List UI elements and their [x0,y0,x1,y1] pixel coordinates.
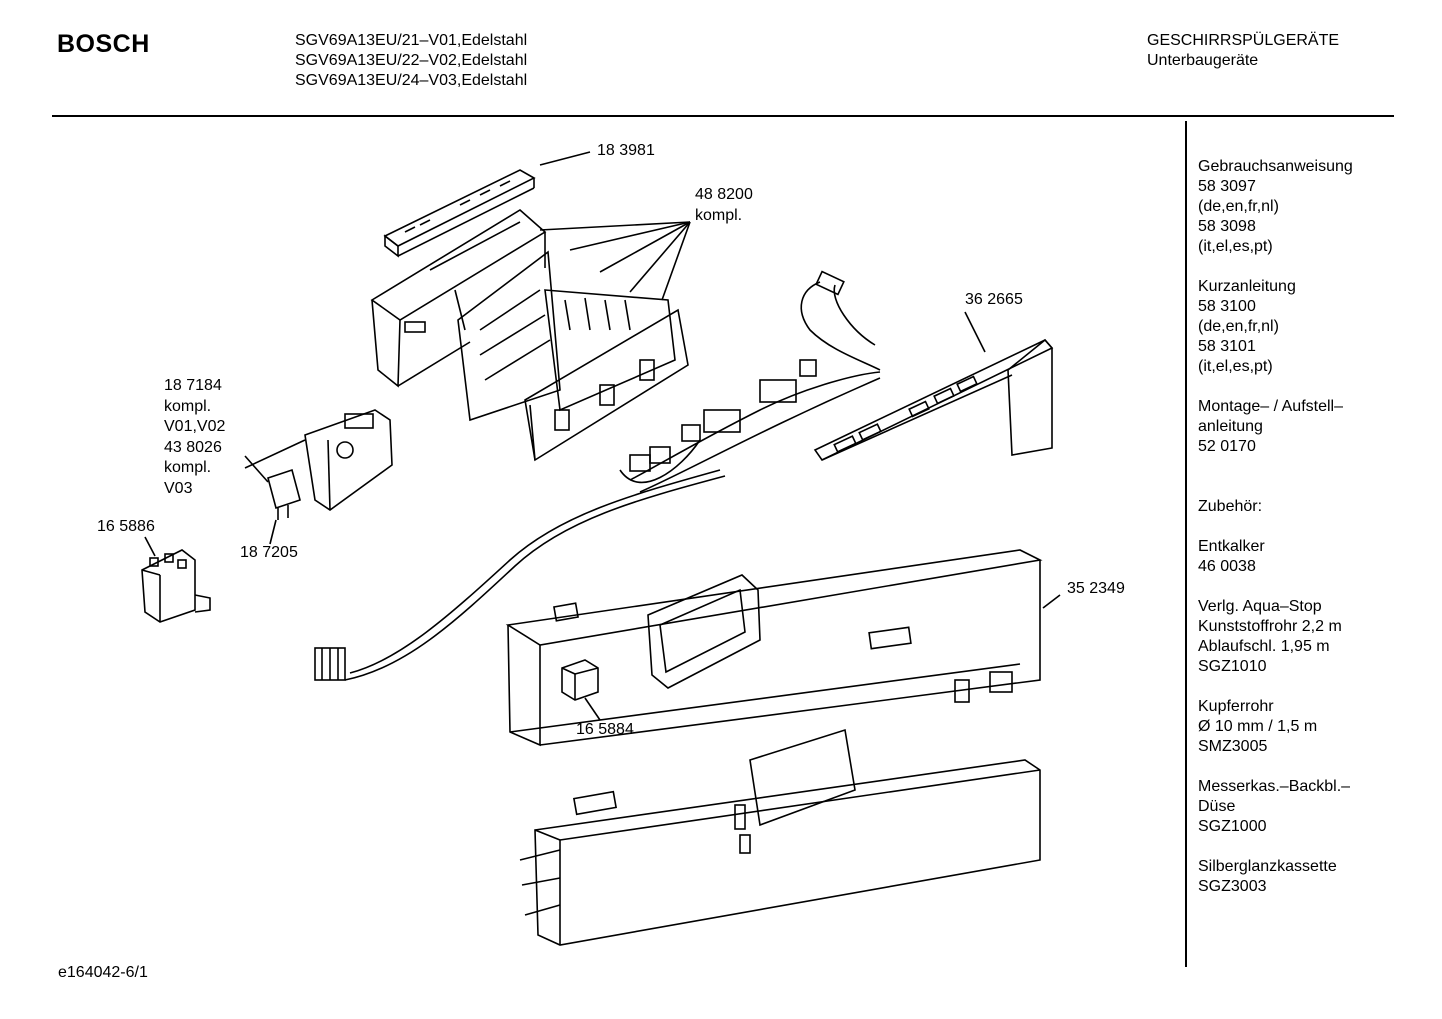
relay-block [141,549,211,623]
small-switch [267,468,301,520]
part-note: kompl. [164,397,212,415]
sidebar-line: Messerkas.–Backbl.– [1198,778,1351,795]
front-fascia [505,549,1043,747]
model-list: SGV69A13EU/21–V01,Edelstahl SGV69A13EU/2… [295,31,527,91]
sidebar-line: Düse [1198,798,1236,815]
leader-line [269,519,277,545]
switch-assembly [304,409,393,511]
sidebar-group: Entkalker 46 0038 [1198,537,1428,577]
leader-line [539,151,591,166]
leader-line [661,221,691,301]
sidebar-line: Ablaufschl. 1,95 m [1198,638,1330,655]
leader-line [244,455,269,483]
leader-line [244,439,306,469]
display-strip [383,169,536,258]
part-label-165886: 16 5886 [97,518,155,535]
leader-line [144,536,156,557]
control-board [544,289,676,412]
category-subtitle: Unterbaugeräte [1147,52,1259,69]
part-variant: V03 [164,479,193,497]
sidebar-line: Gebrauchsanweisung [1198,158,1353,175]
door-handle [647,574,761,689]
sidebar-group: Silberglanzkassette SGZ3003 [1198,857,1428,897]
part-number: 43 8026 [164,438,222,456]
sidebar-line: Montage– / Aufstell– [1198,398,1343,415]
part-label-352349: 35 2349 [1067,580,1125,597]
sidebar-line: (de,en,fr,nl) [1198,318,1279,335]
header-divider [52,115,1394,117]
leader-line [629,221,691,293]
sidebar-group: Zubehör: [1198,497,1428,517]
cover-strip [813,338,1054,462]
sidebar-line: (it,el,es,pt) [1198,358,1273,375]
sidebar-group: Verlg. Aqua–Stop Kunststoffrohr 2,2 m Ab… [1198,597,1428,677]
leader-line [584,697,601,721]
part-label-187184: 18 7184 kompl. V01,V02 43 8026 kompl. V0… [164,376,225,499]
sidebar-line: Entkalker [1198,538,1265,555]
part-variant: V01,V02 [164,418,226,435]
sidebar-line: (it,el,es,pt) [1198,238,1273,255]
cable-loom [314,469,726,681]
appliance-category: GESCHIRRSPÜLGERÄTE Unterbaugeräte [1147,31,1339,71]
part-label-183981: 18 3981 [597,142,655,159]
sidebar-line: SGZ1000 [1198,818,1267,835]
part-note: kompl. [164,459,212,476]
control-board [457,250,561,422]
part-label-488200: 48 8200 kompl. [695,185,753,226]
brand-logo: BOSCH [57,30,150,58]
sidebar-group: Kupferrohr Ø 10 mm / 1,5 m SMZ3005 [1198,697,1428,757]
part-number: 48 8200 [695,186,753,203]
sidebar-line: SGZ1010 [1198,658,1267,675]
sidebar-line: SMZ3005 [1198,738,1268,755]
model-line: SGV69A13EU/21–V01,Edelstahl [295,32,528,49]
model-line: SGV69A13EU/24–V03,Edelstahl [295,72,528,89]
inner-panel [519,728,1041,946]
sidebar-heading: Zubehör: [1198,498,1263,515]
sidebar-line: 52 0170 [1198,438,1256,455]
exploded-parts-drawing [141,151,1061,946]
drawing-id: e164042-6/1 [58,964,148,981]
sidebar-line: 58 3098 [1198,218,1256,235]
board-frame [524,308,689,462]
sidebar-group: Kurzanleitung 58 3100 (de,en,fr,nl) 58 3… [1198,277,1428,377]
part-label-187205: 18 7205 [240,544,298,561]
part-number: 18 7184 [164,377,222,394]
sidebar-line: Kupferrohr [1198,698,1274,715]
sidebar-line: Silberglanzkassette [1198,858,1337,875]
part-label-362665: 36 2665 [965,291,1023,308]
sidebar-line: 58 3101 [1198,338,1256,355]
sidebar-divider [1185,121,1187,967]
part-note: kompl. [695,206,743,224]
sidebar-line: 58 3097 [1198,178,1256,195]
leader-line [569,221,691,251]
sidebar-line: 58 3100 [1198,298,1256,315]
sidebar-line: Kurzanleitung [1198,278,1296,295]
sidebar-group: Messerkas.–Backbl.– Düse SGZ1000 [1198,777,1428,837]
module-housing [370,209,547,388]
sidebar-line: anleitung [1198,418,1263,435]
leader-line [539,221,691,231]
documentation-sidebar: Gebrauchsanweisung 58 3097 (de,en,fr,nl)… [1198,157,1428,897]
sidebar-line: 46 0038 [1198,558,1256,575]
sidebar-group: Gebrauchsanweisung 58 3097 (de,en,fr,nl)… [1198,157,1428,257]
model-line: SGV69A13EU/22–V02,Edelstahl [295,52,528,69]
wiring-harness [619,270,881,493]
sidebar-line: (de,en,fr,nl) [1198,198,1279,215]
sidebar-line: SGZ3003 [1198,878,1267,895]
sidebar-group: Montage– / Aufstell– anleitung 52 0170 [1198,397,1428,457]
part-label-165884: 16 5884 [576,721,634,738]
category-title: GESCHIRRSPÜLGERÄTE [1147,32,1340,49]
sidebar-line: Verlg. Aqua–Stop [1198,598,1322,615]
sidebar-line: Ø 10 mm / 1,5 m [1198,718,1318,735]
leader-line [964,311,986,353]
leader-line [1042,594,1061,609]
sidebar-line: Kunststoffrohr 2,2 m [1198,618,1342,635]
sensor-block [561,659,599,701]
leader-line [599,221,691,273]
